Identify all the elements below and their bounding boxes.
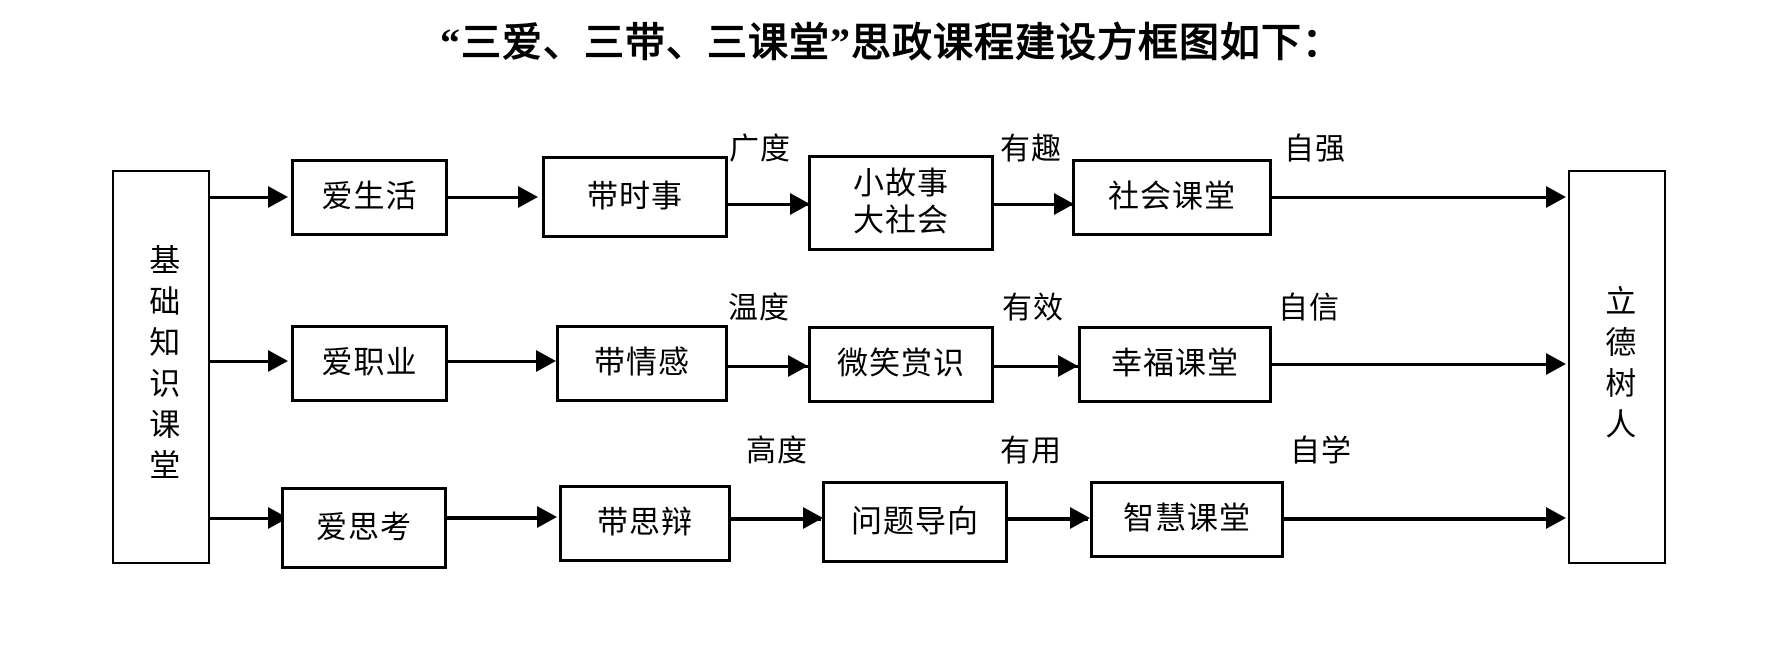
connector-row3-4 [1284, 517, 1550, 521]
connector-row2-1 [448, 360, 544, 363]
node-label: 爱职业 [321, 345, 418, 381]
connector-row1-4 [1272, 196, 1550, 199]
node-label: 爱生活 [321, 179, 418, 215]
arrowhead-row2-3 [1058, 355, 1078, 377]
connector-row1-3 [994, 203, 1074, 206]
node-label-line2: 大社会 [853, 203, 949, 238]
arrowhead-row3-3 [1070, 507, 1090, 529]
node-label: 微笑赏识 [837, 346, 965, 382]
connector-row1-1 [448, 196, 524, 199]
connector-row1-2 [728, 203, 808, 206]
arrowhead-row2-2 [788, 355, 808, 377]
node-row2-keti: 微笑赏识 [808, 326, 994, 403]
connector-row3-1 [447, 516, 549, 520]
edge-label-row1-1: 广度 [729, 133, 791, 166]
node-row2-dai: 带情感 [556, 325, 728, 402]
node-label: 带情感 [594, 345, 690, 381]
node-lide-shuren: 立德树人 [1568, 170, 1666, 564]
connector-start-to-row2 [210, 360, 274, 363]
edge-label-row1-3: 自强 [1284, 133, 1346, 166]
arrowhead-row3-4 [1546, 507, 1566, 529]
arrowhead-row2-1 [536, 350, 556, 372]
node-row1-classroom: 社会课堂 [1072, 159, 1272, 236]
edge-label-row3-2: 有用 [1000, 435, 1062, 468]
node-row2-classroom: 幸福课堂 [1078, 326, 1272, 403]
node-label: 带时事 [587, 178, 683, 214]
node-row3-keti: 问题导向 [822, 481, 1008, 563]
node-row2-ai: 爱职业 [291, 325, 448, 402]
edge-label-row2-2: 有效 [1002, 292, 1064, 325]
node-label: 爱思考 [316, 509, 412, 545]
edge-label-row3-1: 高度 [746, 435, 808, 468]
page-title: “三爱、三带、三课堂”思政课程建设方框图如下： [440, 20, 1343, 65]
arrowhead-row1-3 [1054, 193, 1074, 215]
node-row3-classroom: 智慧课堂 [1090, 481, 1284, 558]
node-row3-dai: 带思辩 [559, 485, 731, 562]
node-label: 幸福课堂 [1111, 346, 1239, 382]
arrowhead-row1-2 [790, 193, 810, 215]
connector-start-to-row3 [210, 517, 274, 520]
node-label: 立德树人 [1600, 285, 1636, 449]
node-row1-dai: 带时事 [542, 156, 728, 238]
arrowhead-row1-1 [518, 186, 538, 208]
connector-row2-4 [1272, 363, 1550, 366]
arrowhead-row2-4 [1546, 353, 1566, 375]
edge-label-row2-1: 温度 [728, 292, 790, 325]
edge-label-row1-2: 有趣 [1000, 133, 1062, 166]
connector-start-to-row1 [210, 196, 274, 199]
connector-row3-3 [1008, 517, 1088, 521]
connector-row3-2 [731, 517, 821, 521]
connector-row2-3 [994, 365, 1078, 368]
arrowhead-row3-1 [537, 506, 557, 528]
node-row1-keti: 小故事 大社会 [808, 155, 994, 251]
edge-label-row2-3: 自信 [1278, 292, 1340, 325]
node-label: 问题导向 [851, 503, 979, 539]
node-label: 智慧课堂 [1123, 501, 1251, 537]
node-label: 社会课堂 [1108, 179, 1236, 215]
arrowhead-start-to-row1 [268, 186, 288, 208]
node-label: 带思辩 [597, 505, 693, 541]
node-label-line1: 小故事 [853, 166, 949, 202]
arrowhead-start-to-row2 [268, 350, 288, 372]
node-row1-ai: 爱生活 [291, 159, 448, 236]
node-row3-ai: 爱思考 [281, 487, 447, 569]
node-label: 基础知识课堂 [144, 244, 180, 490]
edge-label-row3-3: 自学 [1290, 435, 1352, 468]
connector-row2-2 [728, 365, 808, 368]
node-basic-knowledge-classroom: 基础知识课堂 [112, 170, 210, 564]
arrowhead-row1-4 [1546, 186, 1566, 208]
arrowhead-row3-2 [803, 507, 823, 529]
